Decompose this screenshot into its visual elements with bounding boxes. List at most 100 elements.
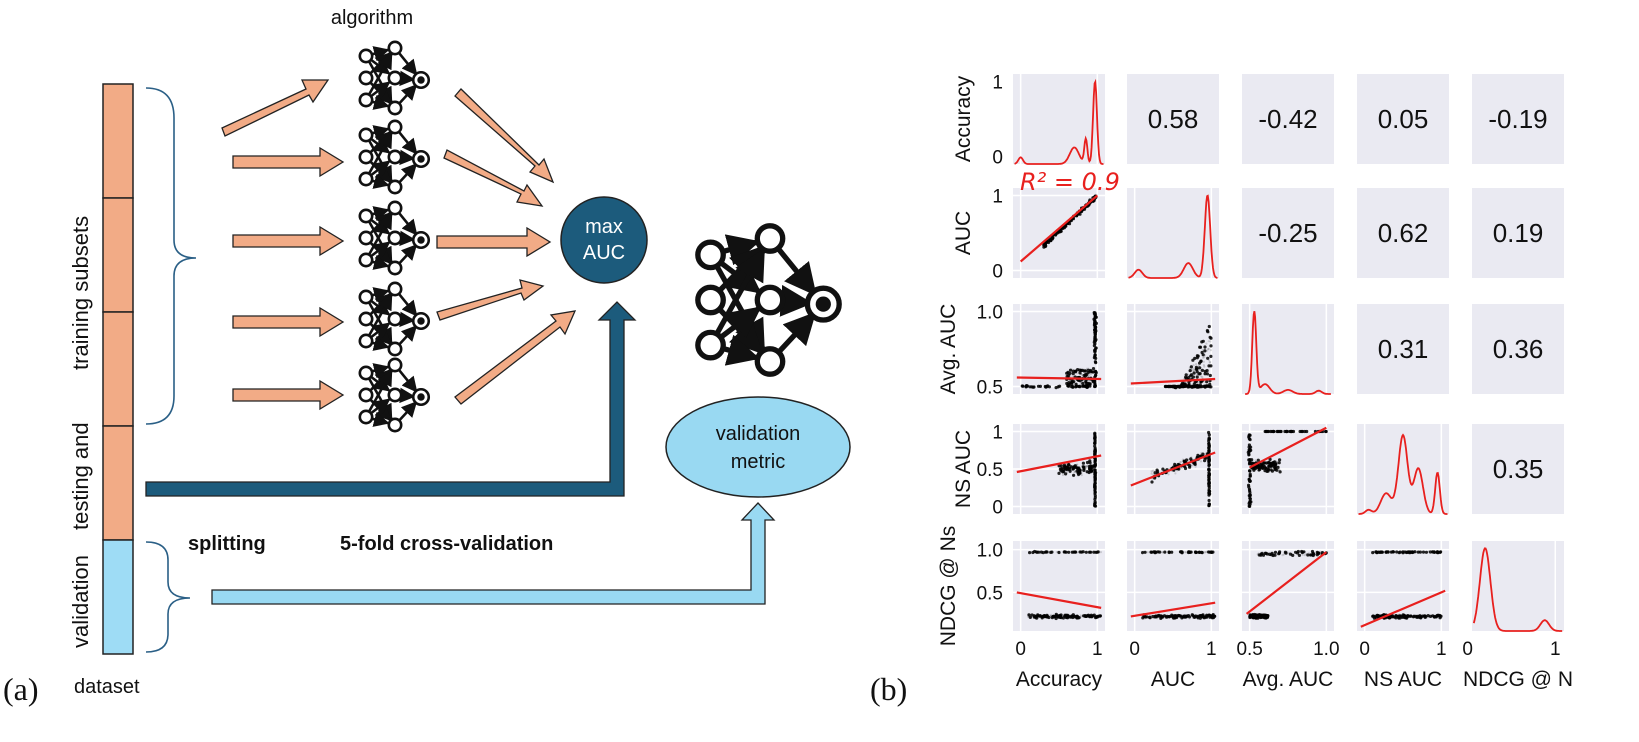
label-validation: validation: [68, 555, 93, 648]
xtick-2: 0.5: [1236, 639, 1262, 660]
cell-bg: [1013, 74, 1105, 164]
label-dataset: dataset: [74, 676, 140, 698]
arrow-output-4: [436, 279, 545, 321]
validation-metric-node: [665, 396, 851, 498]
ytick-1: 0: [992, 262, 1003, 283]
density-1: [1128, 194, 1218, 279]
xtick-0: 1: [1092, 639, 1103, 660]
network-icon-2: [358, 119, 431, 195]
ytick-2: 1.0: [977, 303, 1003, 324]
ylabel-1: AUC: [952, 211, 975, 255]
corr-1-3: 0.62: [1378, 218, 1429, 248]
cell-0-1: [1127, 74, 1219, 164]
xtick-0: 0: [1015, 639, 1026, 660]
bar-validation: [102, 539, 134, 655]
scatter-2-0: [1020, 384, 1092, 390]
regression-3-1: [1130, 451, 1216, 487]
cell-bg: [1357, 304, 1449, 394]
scatter-4-2: [1248, 549, 1328, 620]
ylabel-3: NS AUC: [952, 430, 975, 508]
bar-training-4: [102, 425, 134, 541]
algorithm-networks: [358, 40, 431, 433]
cell-bg: [1242, 188, 1334, 278]
corr-3-4: 0.35: [1493, 454, 1544, 484]
arrow-output-2: [443, 149, 544, 207]
cell-0-4: [1472, 74, 1564, 164]
cell-0-3: [1357, 74, 1449, 164]
ytick-4: 1.0: [977, 541, 1003, 562]
ylabel-4: NDCG @ Ns: [937, 526, 960, 646]
label-splitting: splitting: [188, 533, 266, 555]
label-algorithm: algorithm: [331, 7, 413, 29]
regression-4-2: [1245, 551, 1328, 615]
regression-4-3: [1360, 589, 1446, 628]
scatter-4-3: [1371, 550, 1443, 620]
arrow-output-1: [454, 88, 555, 184]
corr-0-1: 0.58: [1148, 104, 1199, 134]
arrow-input-3: [232, 225, 345, 257]
scatter-2-1: [1171, 383, 1213, 390]
max-auc-label-2: AUC: [583, 242, 625, 264]
ytick-0: 1: [992, 73, 1003, 94]
validation-metric-label-2: metric: [731, 451, 785, 473]
cell-bg: [1472, 304, 1564, 394]
cell-bg: [1472, 74, 1564, 164]
ytick-1: 1: [992, 187, 1003, 208]
xtick-1: 0: [1129, 639, 1140, 660]
cell-1-4: [1472, 188, 1564, 278]
cell-1-3: [1357, 188, 1449, 278]
xlabel-1: AUC: [1151, 668, 1195, 691]
bar-training-2: [102, 197, 134, 313]
cell-bg: [1357, 74, 1449, 164]
xtick-2: 1.0: [1313, 639, 1339, 660]
cell-bg: [1357, 188, 1449, 278]
arrow-validation-to-metric: [211, 502, 776, 605]
cell-bg: [1242, 74, 1334, 164]
cell-2-4: [1472, 304, 1564, 394]
validation-metric-label-1: validation: [716, 423, 801, 445]
xtick-3: 1: [1436, 639, 1447, 660]
regression-2-1: [1130, 377, 1216, 385]
ytick-3: 0: [992, 498, 1003, 519]
corr-0-2: -0.42: [1258, 104, 1317, 134]
cell-4-4: [1466, 541, 1564, 631]
xlabel-2: Avg. AUC: [1243, 668, 1334, 691]
bar-training-1: [102, 83, 134, 199]
max-auc-label-1: max: [585, 216, 623, 238]
regression-3-0: [1016, 454, 1102, 474]
panel-a: training subsets testing and validation …: [3, 7, 851, 707]
corr-1-4: 0.19: [1493, 218, 1544, 248]
regression-2-0: [1016, 376, 1102, 381]
cell-3-3: [1357, 424, 1449, 514]
bar-training-3: [102, 311, 134, 427]
max-auc-node: [560, 196, 648, 284]
r2-annotation: R² = 0.9: [1020, 168, 1120, 196]
density-2: [1245, 311, 1331, 395]
network-icon-5: [358, 357, 431, 433]
label-cross-validation: 5-fold cross-validation: [340, 533, 553, 555]
xlabel-0: Accuracy: [1016, 668, 1103, 691]
arrow-input-2: [232, 146, 345, 178]
density-3: [1358, 433, 1448, 515]
ytick-0: 0: [992, 148, 1003, 169]
corr-2-3: 0.31: [1378, 334, 1429, 364]
ytick-2: 0.5: [977, 378, 1003, 399]
label-training-subsets: training subsets: [68, 216, 93, 370]
cell-bg: [1472, 424, 1564, 514]
cell-2-3: [1357, 304, 1449, 394]
cell-1-2: [1242, 188, 1334, 278]
label-testing-and: testing and: [68, 422, 93, 530]
cell-bg: [1127, 74, 1219, 164]
cell-bg: [1472, 541, 1564, 631]
scatter-2-0: [1065, 311, 1098, 389]
corr-0-3: 0.05: [1378, 104, 1429, 134]
network-icon-4: [358, 281, 431, 357]
arrow-input-4: [232, 306, 345, 338]
panel-label-b: (b): [870, 671, 907, 707]
scatter-3-0: [1057, 431, 1098, 508]
network-icon-1: [358, 40, 431, 116]
ytick-4: 0.5: [977, 583, 1003, 604]
corr-1-2: -0.25: [1258, 218, 1317, 248]
